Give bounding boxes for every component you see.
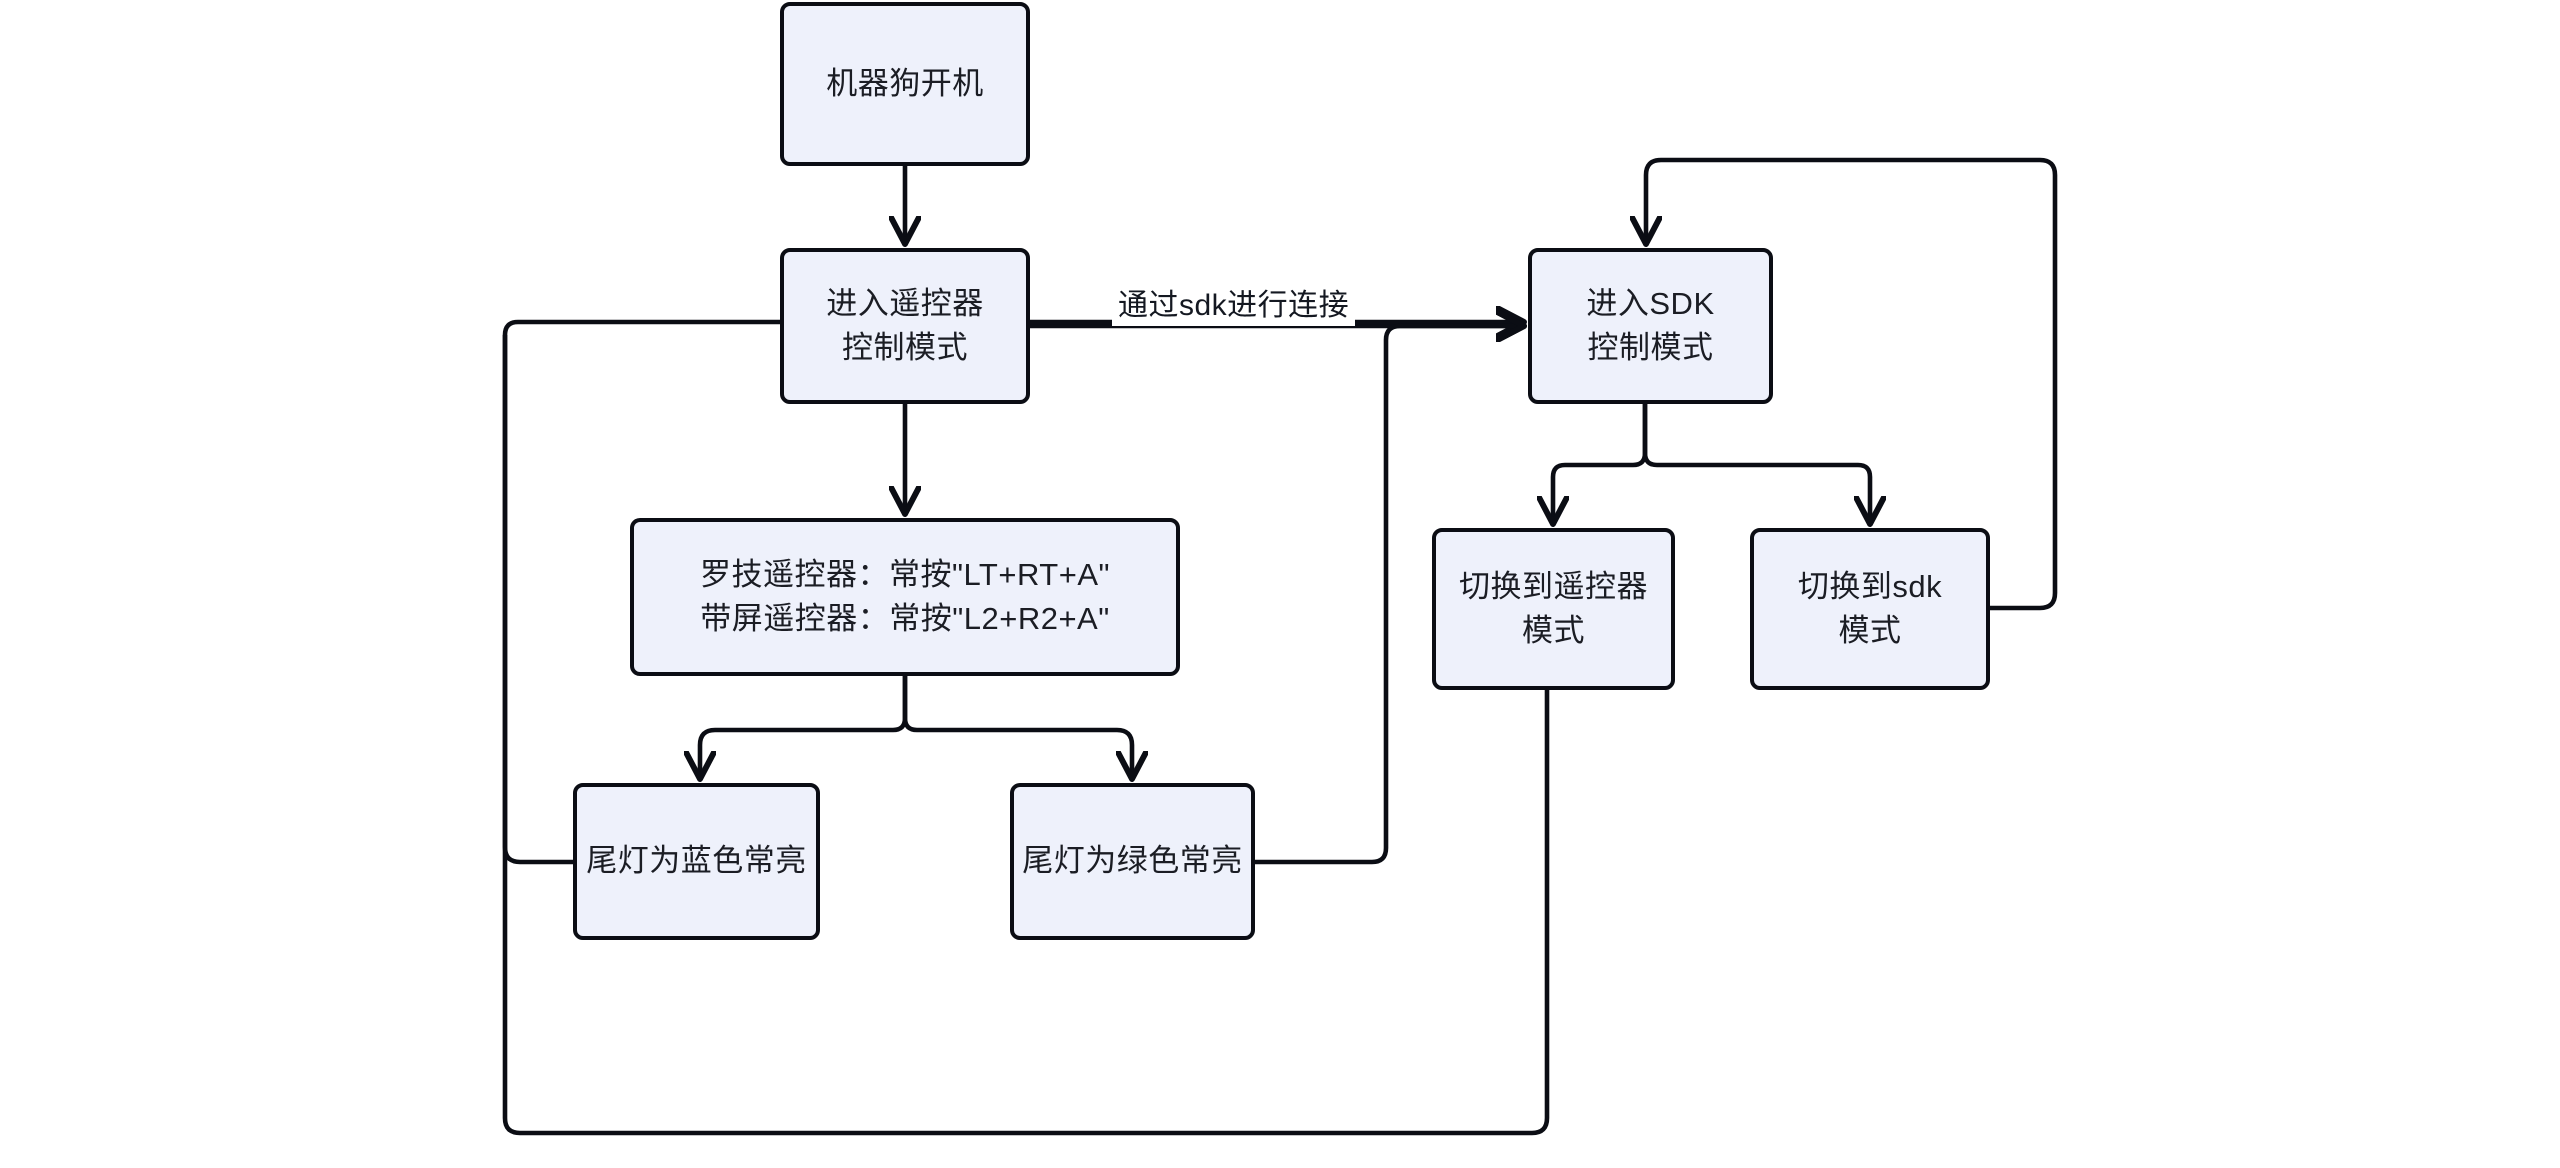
- node-sdk-mode-label: 进入SDK 控制模式: [1586, 285, 1715, 365]
- edge-sdk-mode-to-switch-remote: [1553, 404, 1648, 520]
- node-key-combo-label: 罗技遥控器：常按"LT+RT+A" 带屏遥控器：常按"L2+R2+A": [699, 556, 1111, 636]
- edge-tail-green-to-sdk-mode: [1255, 326, 1520, 865]
- edge-label-connect-via-sdk: 通过sdk进行连接: [1112, 278, 1356, 326]
- node-switch-remote-label: 切换到遥控器 模式: [1459, 568, 1648, 648]
- node-sdk-mode[interactable]: 进入SDK 控制模式: [1528, 248, 1773, 404]
- edge-switch-sdk-to-sdk-mode: [1646, 157, 2058, 611]
- node-switch-remote[interactable]: 切换到遥控器 模式: [1432, 528, 1675, 690]
- edge-key-combo-to-tail-green: [902, 676, 1132, 775]
- node-key-combo[interactable]: 罗技遥控器：常按"LT+RT+A" 带屏遥控器：常按"L2+R2+A": [630, 518, 1180, 676]
- node-power-on[interactable]: 机器狗开机: [780, 2, 1030, 166]
- node-tail-green[interactable]: 尾灯为绿色常亮: [1010, 783, 1255, 940]
- node-switch-sdk-label: 切换到sdk 模式: [1797, 568, 1943, 648]
- node-remote-mode[interactable]: 进入遥控器 控制模式: [780, 248, 1030, 404]
- node-tail-blue[interactable]: 尾灯为蓝色常亮: [573, 783, 820, 940]
- edge-sdk-mode-to-switch-sdk: [1642, 404, 1870, 520]
- node-tail-blue-label: 尾灯为蓝色常亮: [586, 843, 807, 879]
- node-power-on-label: 机器狗开机: [826, 65, 984, 101]
- edge-switch-remote-to-remote-mode: [502, 335, 1550, 1136]
- edge-key-combo-to-tail-blue: [700, 676, 908, 775]
- node-switch-sdk[interactable]: 切换到sdk 模式: [1750, 528, 1990, 690]
- node-tail-green-label: 尾灯为绿色常亮: [1022, 843, 1243, 879]
- node-remote-mode-label: 进入遥控器 控制模式: [826, 285, 984, 365]
